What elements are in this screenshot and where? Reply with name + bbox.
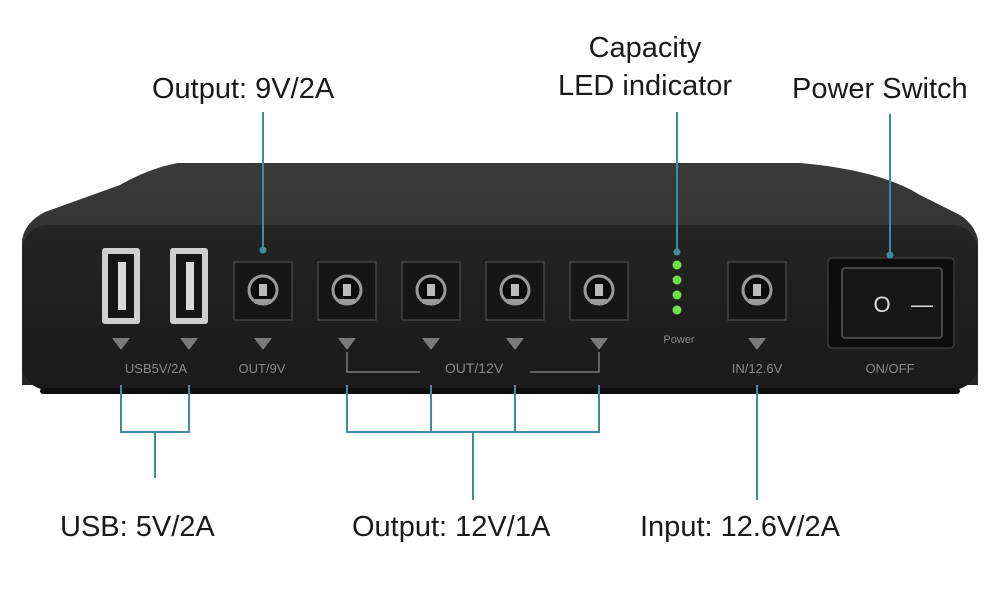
- led-1: [672, 260, 682, 270]
- panel-label-switch: ON/OFF: [865, 361, 914, 376]
- callout-capacity-line2: LED indicator: [557, 70, 733, 102]
- arrow-usb-2: [180, 338, 198, 350]
- panel-label-out-9v: OUT/9V: [239, 361, 286, 376]
- panel-labels: USB5V/2A OUT/9V OUT/12V Power IN/12.6V O…: [125, 334, 915, 376]
- arrow-out-12v-3: [506, 338, 524, 350]
- usb-port-1: [102, 248, 140, 324]
- callout-output-12v: Output: 12V/1A: [352, 508, 550, 546]
- panel-label-out-12v: OUT/12V: [445, 360, 504, 376]
- dc-port-out-12v-4: [569, 261, 629, 321]
- callout-output-9v: Output: 9V/2A: [152, 70, 334, 108]
- callout-capacity-led: Capacity LED indicator: [540, 29, 750, 105]
- callout-output-9v-text: Output: 9V/2A: [152, 73, 335, 105]
- callout-input: Input: 12.6V/2A: [640, 508, 840, 546]
- led-4: [672, 305, 682, 315]
- arrow-out-9v: [254, 338, 272, 350]
- led-2: [672, 275, 682, 285]
- switch-on-symbol: —: [911, 292, 933, 317]
- panel-label-usb: USB5V/2A: [125, 361, 187, 376]
- dc-port-in: [727, 261, 787, 321]
- led-3: [672, 290, 682, 300]
- arrow-out-12v-2: [422, 338, 440, 350]
- callout-output-12v-text: Output: 12V/1A: [352, 511, 551, 543]
- callout-usb: USB: 5V/2A: [60, 508, 215, 546]
- leader-lines: [120, 112, 891, 500]
- leader-usb: [120, 385, 190, 478]
- dc-port-out-12v-2: [401, 261, 461, 321]
- callout-power-switch: Power Switch: [792, 70, 968, 108]
- power-switch: O —: [827, 257, 955, 349]
- callout-power-switch-text: Power Switch: [792, 73, 968, 105]
- arrow-out-12v-1: [338, 338, 356, 350]
- arrow-usb-1: [112, 338, 130, 350]
- panel-label-power: Power: [663, 334, 695, 346]
- callout-input-text: Input: 12.6V/2A: [640, 511, 840, 543]
- callout-capacity-line1: Capacity: [588, 32, 702, 64]
- device-bottom-edge: [40, 388, 960, 394]
- leader-dots: [259, 246, 894, 259]
- out-12v-bracket: [346, 352, 600, 373]
- dc-port-out-12v-3: [485, 261, 545, 321]
- capacity-led-indicator: [672, 260, 682, 315]
- panel-arrows: [112, 338, 766, 350]
- callout-usb-text: USB: 5V/2A: [60, 511, 215, 543]
- leader-output-12v: [346, 385, 600, 500]
- dc-port-out-9v: [233, 261, 293, 321]
- dc-port-out-12v-1: [317, 261, 377, 321]
- arrow-out-12v-4: [590, 338, 608, 350]
- arrow-in: [748, 338, 766, 350]
- usb-port-2: [170, 248, 208, 324]
- switch-off-symbol: O: [873, 292, 890, 317]
- panel-label-in: IN/12.6V: [732, 361, 783, 376]
